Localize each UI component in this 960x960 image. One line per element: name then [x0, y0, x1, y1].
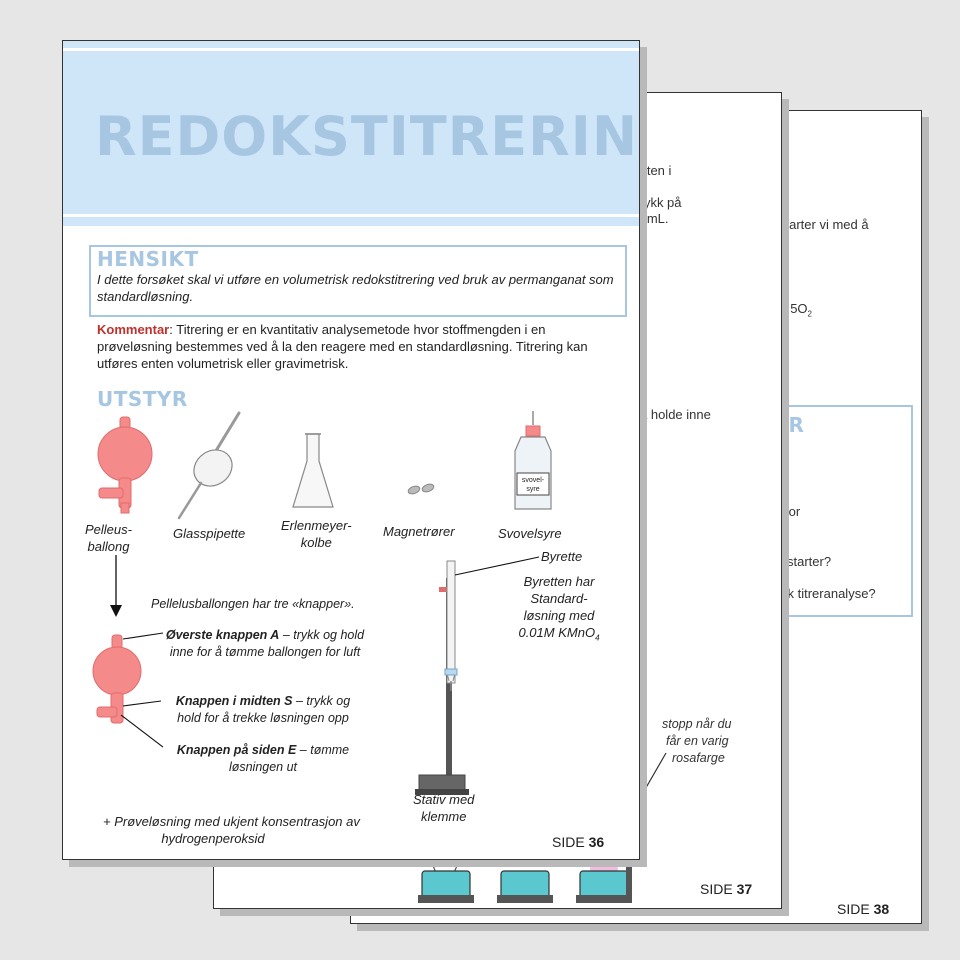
stirrer-1	[418, 862, 474, 903]
svg-text:syre: syre	[526, 486, 539, 493]
text-fragment: starter?	[787, 554, 832, 569]
text-fragment: får en varig	[666, 734, 729, 748]
caption-glasspipette: Glasspipette	[173, 526, 246, 541]
text-fragment: trykk på	[636, 195, 682, 210]
text-fragment: stopp når du	[662, 717, 732, 731]
magnetic-stirrer-bars-icon	[407, 483, 435, 495]
sulfuric-acid-bottle-icon: svovel- syre	[514, 411, 552, 510]
text-fragment: sk titreranalyse?	[781, 586, 876, 601]
erlenmeyer-flask-icon	[292, 433, 334, 508]
page-number: SIDE 38	[837, 901, 890, 917]
text-fragment: 0 mL.	[636, 211, 669, 226]
burette-stand-icon	[415, 578, 469, 795]
extra-sample-note: + Prøveløsning med ukjent konsentrasjon …	[103, 814, 360, 846]
caption-magnetrorer: Magnetrører	[383, 524, 455, 539]
hensikt-text: I dette forsøket skal vi utføre en volum…	[97, 272, 614, 304]
text-fragment: etten i	[636, 163, 672, 178]
equipment-illustrations: svovel- syre	[92, 411, 552, 795]
banner-line	[63, 214, 639, 217]
banner-line	[63, 48, 639, 51]
svg-text:svovel-: svovel-	[522, 477, 545, 484]
page-number: SIDE 37	[700, 881, 753, 897]
stirrer-2	[497, 857, 553, 903]
hensikt-heading: HENSIKT	[97, 247, 199, 271]
kommentar-text: Kommentar: Titrering er en kvantitativ a…	[97, 322, 588, 371]
text-fragment: starter vi med å	[779, 217, 869, 232]
caption-byrette: Byrette	[541, 549, 583, 564]
glass-pipette-icon	[177, 411, 241, 520]
arrow-head-icon	[110, 605, 122, 617]
hensikt-box	[89, 245, 627, 317]
page-title: REDOKSTITRERING	[95, 105, 640, 168]
button-e-text: Knappen på siden E – tømme løsningen ut	[176, 743, 350, 774]
byrette-description: Byretten har Standard- løsning med 0.01M…	[518, 574, 600, 643]
utstyr-heading: UTSTYR	[97, 387, 188, 411]
pointer-line	[454, 556, 540, 576]
pointer-line	[120, 714, 164, 748]
pointer-line	[122, 632, 164, 640]
caption-erlenmeyer: Erlenmeyer-kolbe	[281, 518, 352, 550]
text-fragment: å holde inne	[640, 407, 711, 422]
page-36: REDOKSTITRERING HENSIKT I dette forsøket…	[62, 40, 640, 860]
burette-icon	[444, 560, 458, 691]
text-fragment: + 5O2	[779, 301, 812, 319]
caption-pelleus: Pelleus-ballong	[85, 522, 132, 554]
pointer-line	[122, 700, 162, 707]
buttons-intro: Pellelusballongen har tre «knapper».	[151, 597, 355, 611]
page-number: SIDE 36	[552, 834, 605, 850]
button-s-text: Knappen i midten S – trykk og hold for å…	[175, 694, 351, 725]
button-a-text: Øverste knappen A – trykk og hold inne f…	[165, 628, 365, 659]
stirrer-3	[576, 853, 632, 903]
text-fragment: rosafarge	[672, 751, 725, 765]
caption-svovelsyre: Svovelsyre	[498, 526, 562, 541]
text-fragment: for	[785, 504, 801, 519]
pelleus-balloon-detail-icon	[92, 634, 142, 724]
pelleus-balloon-icon	[97, 416, 153, 514]
titration-illustration	[418, 752, 667, 903]
title-banner	[63, 41, 639, 226]
